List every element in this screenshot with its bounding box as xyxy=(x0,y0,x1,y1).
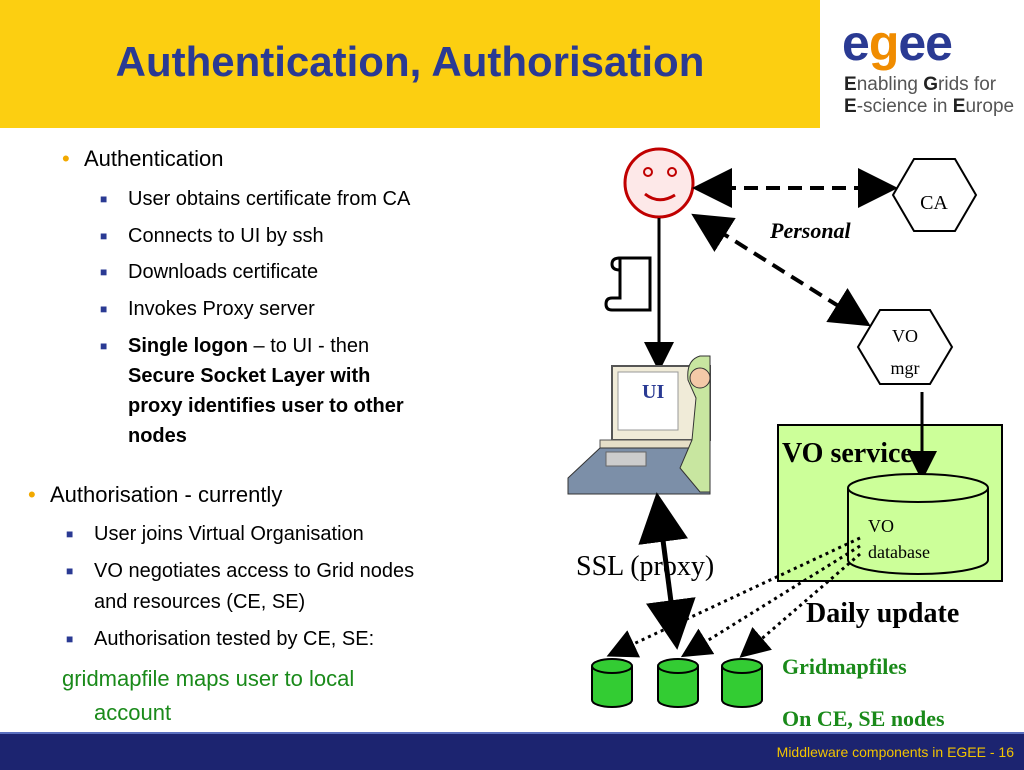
bullet-authentication: •Authentication xyxy=(62,146,224,171)
update-arrow xyxy=(680,544,861,658)
title-banner xyxy=(0,0,820,128)
logo-letters-ee: ee xyxy=(898,15,953,71)
gridmapfiles-label: Gridmapfiles xyxy=(782,654,907,679)
update-arrow xyxy=(739,552,861,658)
gridmapfile-note: gridmapfile maps user to local xyxy=(62,666,355,691)
list-item: ■Downloads certificate xyxy=(100,261,319,283)
ssl-proxy-label: SSL (proxy) xyxy=(576,551,714,582)
list-item: ■Authorisation tested by CE, SE: xyxy=(66,628,375,650)
logo-letter-e: e xyxy=(842,15,870,71)
ui-computer-icon: UI xyxy=(567,355,711,495)
vo-mgr-link-arrow xyxy=(691,213,871,327)
on-ce-se-label: On CE, SE nodes xyxy=(782,706,945,731)
vo-database-icon: VO database xyxy=(847,473,989,575)
vo-mgr-node: VO mgr xyxy=(856,309,954,385)
list-item-continuation: and resources (CE, SE) xyxy=(94,591,306,613)
page-title: Authentication, Authorisation xyxy=(115,38,705,85)
vo-service-label: VO service xyxy=(782,438,913,469)
footer-text: Middleware components in EGEE - 16 xyxy=(776,744,1014,760)
ui-label: UI xyxy=(642,381,664,403)
vo-mgr-label-1: VO xyxy=(892,326,918,346)
logo-wordmark: egee xyxy=(842,14,953,72)
bullet-authorisation: •Authorisation - currently xyxy=(28,482,283,507)
list-item: ■VO negotiates access to Grid nodes xyxy=(66,560,415,582)
vo-mgr-label-2: mgr xyxy=(891,358,920,378)
user-smiley-icon xyxy=(623,147,695,219)
footer-bar: Middleware components in EGEE - 16 xyxy=(0,732,1024,770)
list-item: ■Invokes Proxy server xyxy=(100,298,315,320)
gridmapfile-note-cont: account xyxy=(94,700,172,725)
list-item-single-logon: ■Single logon – to UI - then Secure Sock… xyxy=(100,335,404,447)
daily-update-label: Daily update xyxy=(806,598,959,629)
egee-logo xyxy=(820,0,1024,128)
logo-tagline-2: E-science in Europe xyxy=(844,96,1015,117)
ca-label: CA xyxy=(920,192,948,214)
authentication-heading: Authentication xyxy=(84,146,224,171)
gridmapfile-cylinder-icon xyxy=(657,658,699,708)
logo-letter-g: g xyxy=(868,15,900,71)
personal-label: Personal xyxy=(769,218,852,243)
gridmapfile-cylinder-icon xyxy=(721,658,763,708)
logo-tagline-1: Enabling Grids for xyxy=(844,74,997,95)
ssl-proxy-arrow xyxy=(638,492,696,650)
list-item: ■User obtains certificate from CA xyxy=(100,188,411,210)
ca-node: CA xyxy=(891,158,978,232)
certificate-scroll-icon xyxy=(604,256,652,312)
list-item: ■Connects to UI by ssh xyxy=(100,225,324,247)
list-item: ■User joins Virtual Organisation xyxy=(66,523,364,545)
authorisation-heading: Authorisation - currently xyxy=(50,482,283,507)
gridmapfile-cylinder-icon xyxy=(591,658,633,708)
vo-database-label-2: database xyxy=(868,542,930,562)
vo-database-label-1: VO xyxy=(868,516,894,536)
